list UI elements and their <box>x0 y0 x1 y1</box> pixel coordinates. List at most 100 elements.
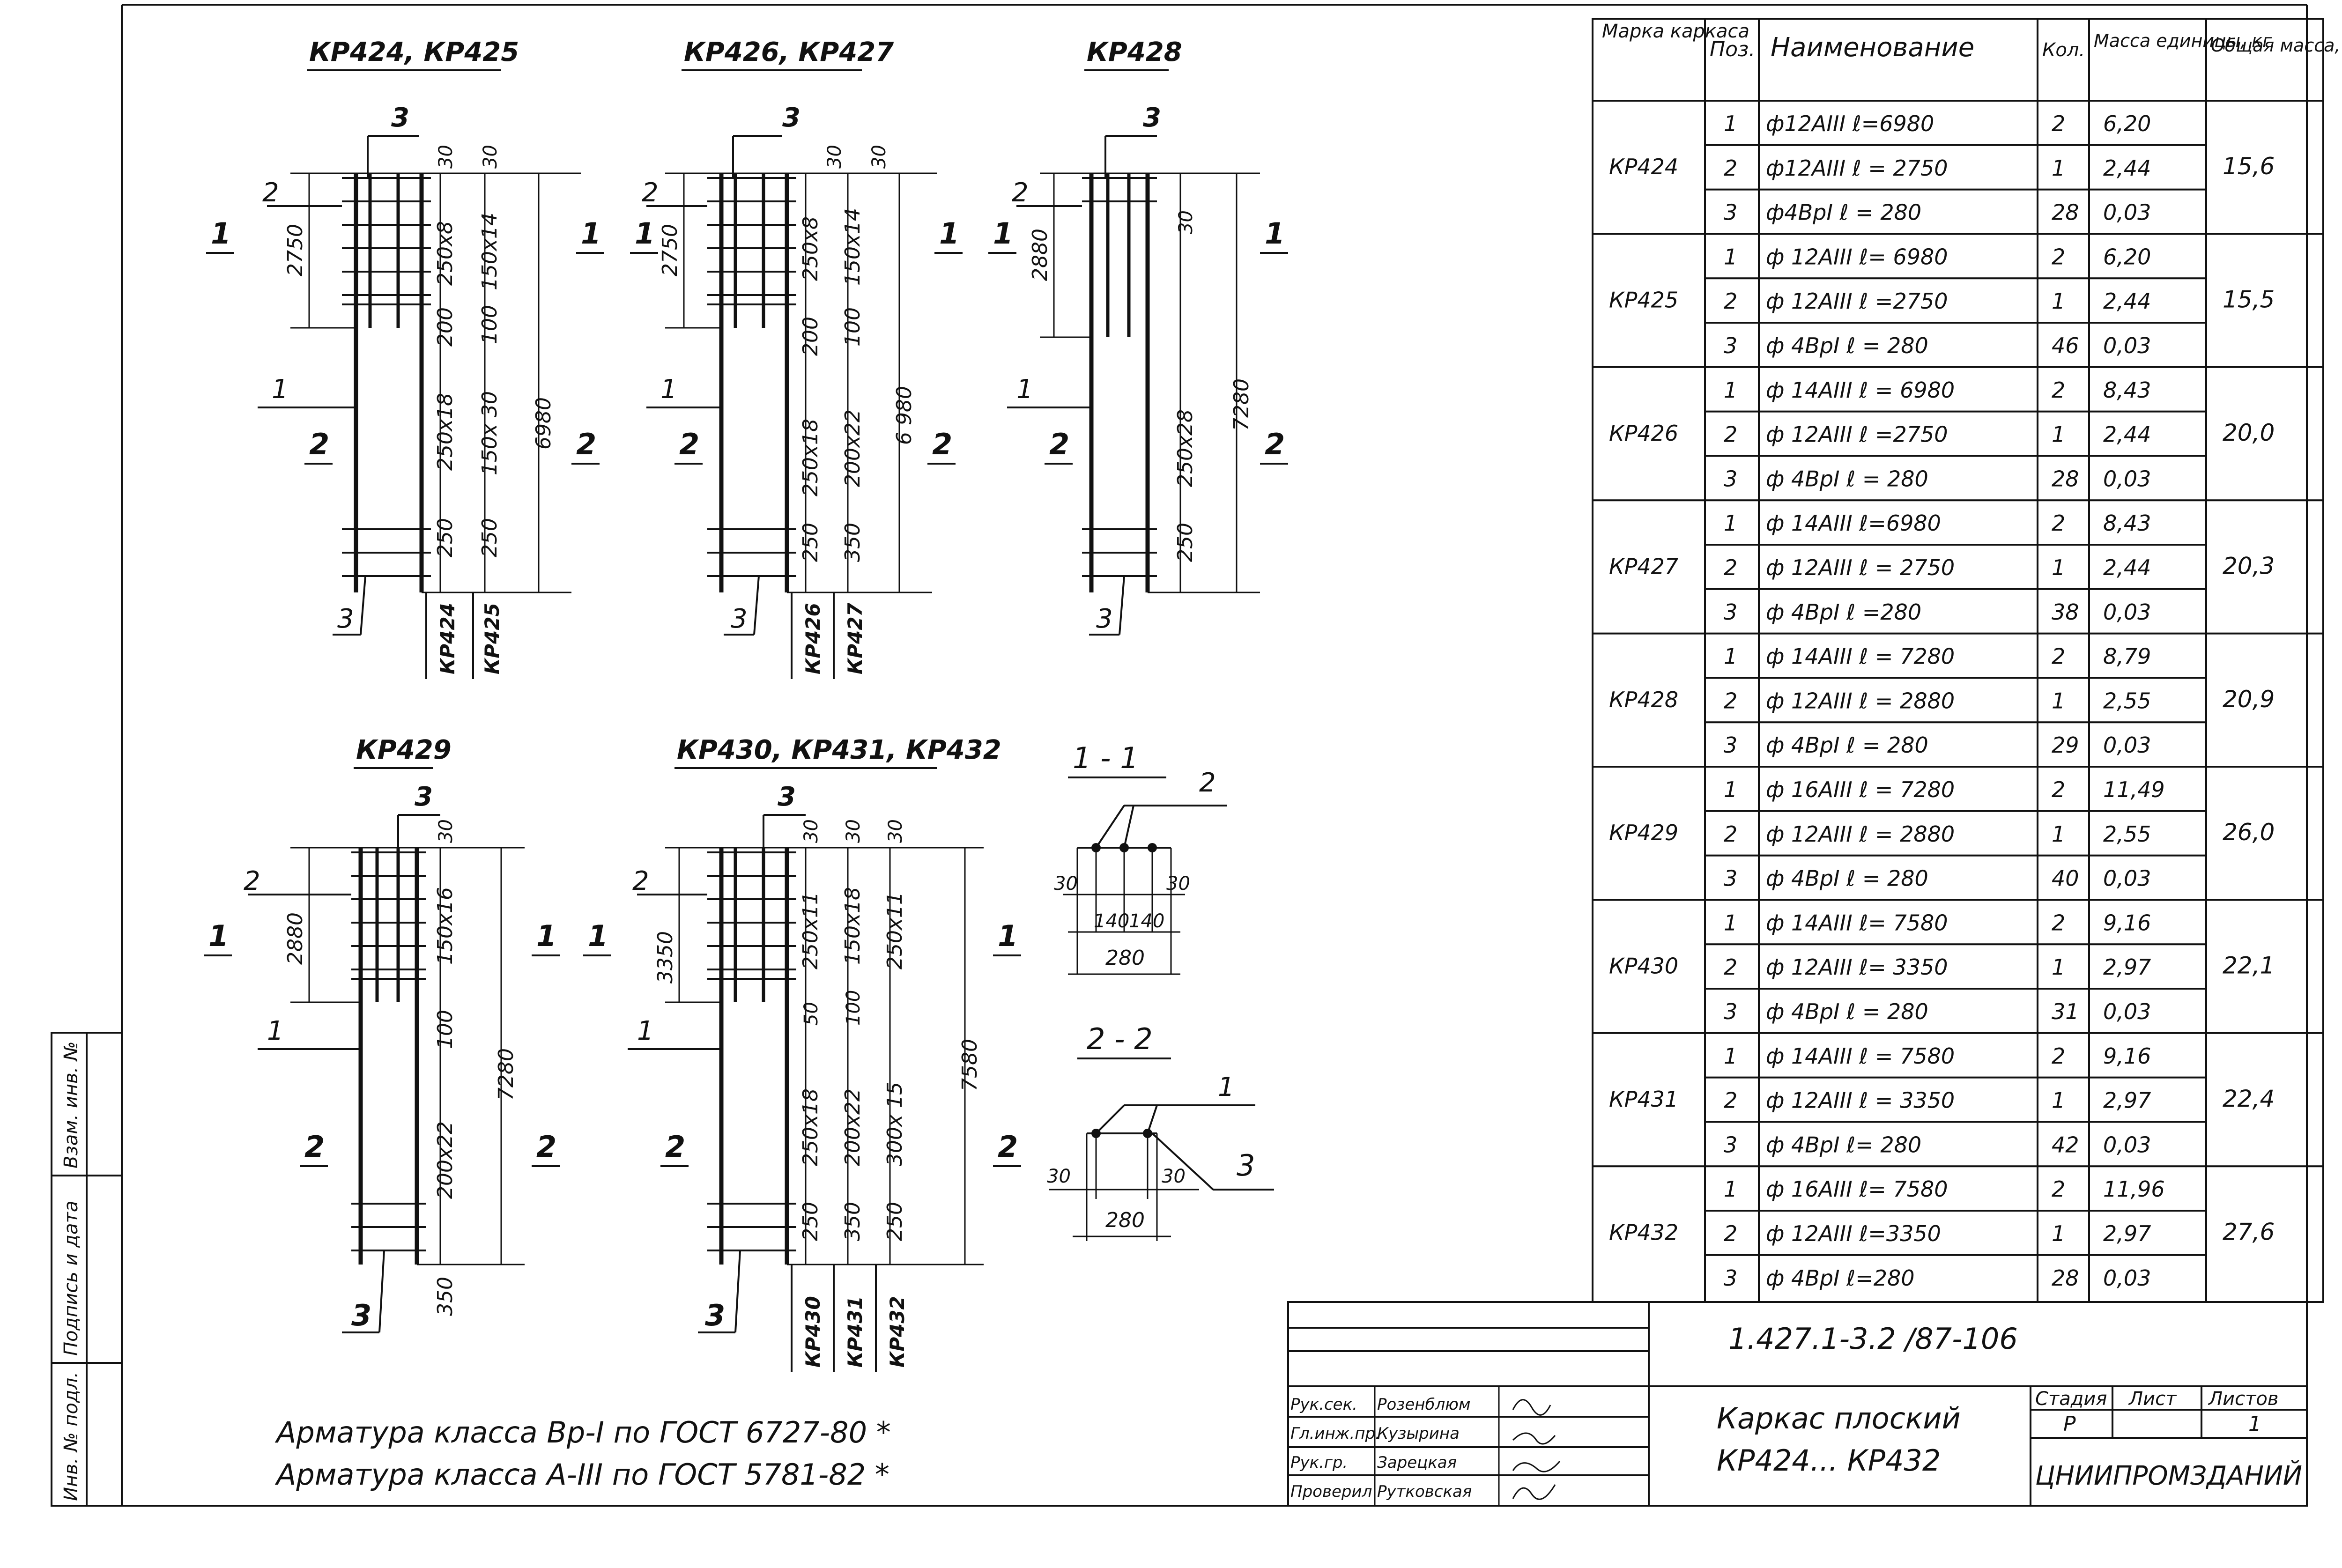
spec-qty: 1 <box>2052 1221 2065 1246</box>
pos-label: 3 <box>391 103 409 133</box>
spec-mark: КР431 <box>1609 1087 1678 1112</box>
spec-name: ф 12AIII ℓ= 6980 <box>1766 244 1948 269</box>
spec-unit-mass: 0,03 <box>2103 200 2151 225</box>
section-label: 2 <box>304 1130 325 1164</box>
spec-unit-mass: 0,03 <box>2103 999 2151 1024</box>
spec-pos: 1 <box>1724 244 1737 269</box>
pos-label: 1 <box>267 1016 284 1046</box>
dim-text: 3350 <box>653 931 677 984</box>
spec-unit-mass: 2,97 <box>2103 954 2151 980</box>
dim-text: 250 <box>799 1202 823 1241</box>
spec-pos: 3 <box>1724 333 1737 358</box>
dim-text: 30 <box>843 819 864 843</box>
spec-pos: 1 <box>1724 644 1737 669</box>
spec-name: ф4ВрI ℓ = 280 <box>1766 200 1921 225</box>
spec-total: 22,4 <box>2223 1085 2275 1112</box>
pos-label: 2 <box>1012 178 1029 208</box>
pos-label: 3 <box>1096 604 1113 634</box>
dim-text: 250x11 <box>883 892 907 969</box>
pos-label: 2 <box>632 866 649 896</box>
drawing-kr426-kr427: КР426, КР427 3 2 1 1 1 2 2 <box>630 37 963 679</box>
tb-person: Зарецкая <box>1377 1453 1457 1472</box>
spec-pos: 2 <box>1724 688 1737 713</box>
signature-3 <box>1512 1461 1561 1472</box>
spec-qty: 1 <box>2052 821 2065 847</box>
pos-label: 3 <box>415 782 433 812</box>
spec-qty: 40 <box>2052 866 2079 891</box>
spec-name: ф 4ВрI ℓ = 280 <box>1766 466 1928 491</box>
section-label: 1 <box>211 216 231 251</box>
spec-unit-mass: 6,20 <box>2103 111 2151 136</box>
spec-unit-mass: 0,03 <box>2103 333 2151 358</box>
spec-qty: 2 <box>2052 111 2065 136</box>
spec-unit-mass: 2,97 <box>2103 1088 2151 1113</box>
spec-name: ф 12AIII ℓ =2750 <box>1766 288 1948 314</box>
hdr-mark: Марка каркаса <box>1602 21 1749 42</box>
signature-2 <box>1512 1432 1556 1445</box>
pos-label: 2 <box>642 178 659 208</box>
section-2-2: 2 - 2 1 3 30 30 280 <box>1047 1022 1274 1241</box>
section-label: 1 <box>635 216 655 251</box>
spec-table: Марка каркаса Поз. Наименование Кол. Мас… <box>1592 18 2342 1303</box>
spec-name: ф 12AIII ℓ =2750 <box>1766 422 1948 447</box>
spec-name: ф 14AIII ℓ = 7280 <box>1766 644 1955 669</box>
spec-name: ф 4ВрI ℓ=280 <box>1766 1265 1915 1291</box>
dim-text: 280 <box>1105 946 1145 970</box>
dim-text: 350 <box>841 523 865 562</box>
dim-text: 100 <box>433 1010 457 1049</box>
spec-unit-mass: 2,44 <box>2103 288 2151 314</box>
margin-stamp: Инв. № подл. Подпись и дата Взам. инв. № <box>51 1032 123 1507</box>
dim-text: 30 <box>868 145 890 169</box>
mark-label: КР432 <box>886 1296 909 1368</box>
spec-total: 15,5 <box>2223 286 2275 313</box>
spec-unit-mass: 8,43 <box>2103 377 2151 403</box>
spec-pos: 3 <box>1724 466 1737 491</box>
spec-unit-mass: 11,96 <box>2103 1176 2165 1202</box>
dim-text: 200 <box>799 317 823 356</box>
dim-text: 30 <box>480 145 501 169</box>
spec-mark: КР425 <box>1609 288 1678 313</box>
dim-text: 7280 <box>494 1048 518 1101</box>
dim-text: 250x18 <box>799 419 823 496</box>
dim-text: 250x28 <box>1173 409 1197 487</box>
section-label: 2 <box>536 1130 556 1164</box>
title-block: Рук.сек.РозенблюмГл.инж.пр.КузыринаРук.г… <box>1287 1301 2308 1507</box>
spec-pos: 1 <box>1724 510 1737 536</box>
spec-qty: 2 <box>2052 910 2065 935</box>
dim-text: 7280 <box>1230 378 1253 431</box>
pos-label: 1 <box>272 374 289 405</box>
spec-qty: 28 <box>2052 466 2079 491</box>
note-line-2: Арматура класса А-III по ГОСТ 5781-82 * <box>274 1457 889 1492</box>
spec-name: ф 12AIII ℓ = 2880 <box>1766 688 1955 713</box>
spec-name: ф 14AIII ℓ=6980 <box>1766 510 1941 536</box>
spec-unit-mass: 0,03 <box>2103 732 2151 758</box>
section-label: 2 <box>679 427 699 461</box>
doc-title-1: Каркас плоский <box>1717 1401 1961 1435</box>
spec-pos: 1 <box>1724 1043 1737 1069</box>
spec-unit-mass: 2,55 <box>2103 688 2151 713</box>
tb-role: Проверил <box>1290 1482 1372 1501</box>
spec-total: 26,0 <box>2223 819 2275 846</box>
spec-qty: 2 <box>2052 1176 2065 1202</box>
spec-qty: 31 <box>2052 999 2079 1024</box>
spec-name: ф 14AIII ℓ = 7580 <box>1766 1043 1955 1069</box>
spec-qty: 29 <box>2052 732 2079 758</box>
pos-label: 3 <box>731 604 748 634</box>
dim-text: 6 980 <box>892 386 916 445</box>
spec-qty: 1 <box>2052 954 2065 980</box>
dim-text: 30 <box>1047 1166 1071 1187</box>
spec-qty: 1 <box>2052 288 2065 314</box>
spec-mark: КР429 <box>1609 820 1678 845</box>
drawing-kr429: КР429 3 2 1 1 1 2 2 3 <box>204 735 560 1333</box>
spec-unit-mass: 11,49 <box>2103 777 2165 802</box>
tb-person: Кузырина <box>1377 1424 1460 1443</box>
section-label: 1 <box>1265 216 1285 251</box>
tb-role: Гл.инж.пр. <box>1290 1424 1380 1443</box>
dim-text: 30 <box>1162 1166 1186 1187</box>
dim-text: 30 <box>435 145 457 169</box>
dim-text: 250 <box>478 518 502 557</box>
pos-label: 2 <box>244 866 260 896</box>
spec-pos: 2 <box>1724 821 1737 847</box>
dim-text: 100 <box>478 305 502 344</box>
